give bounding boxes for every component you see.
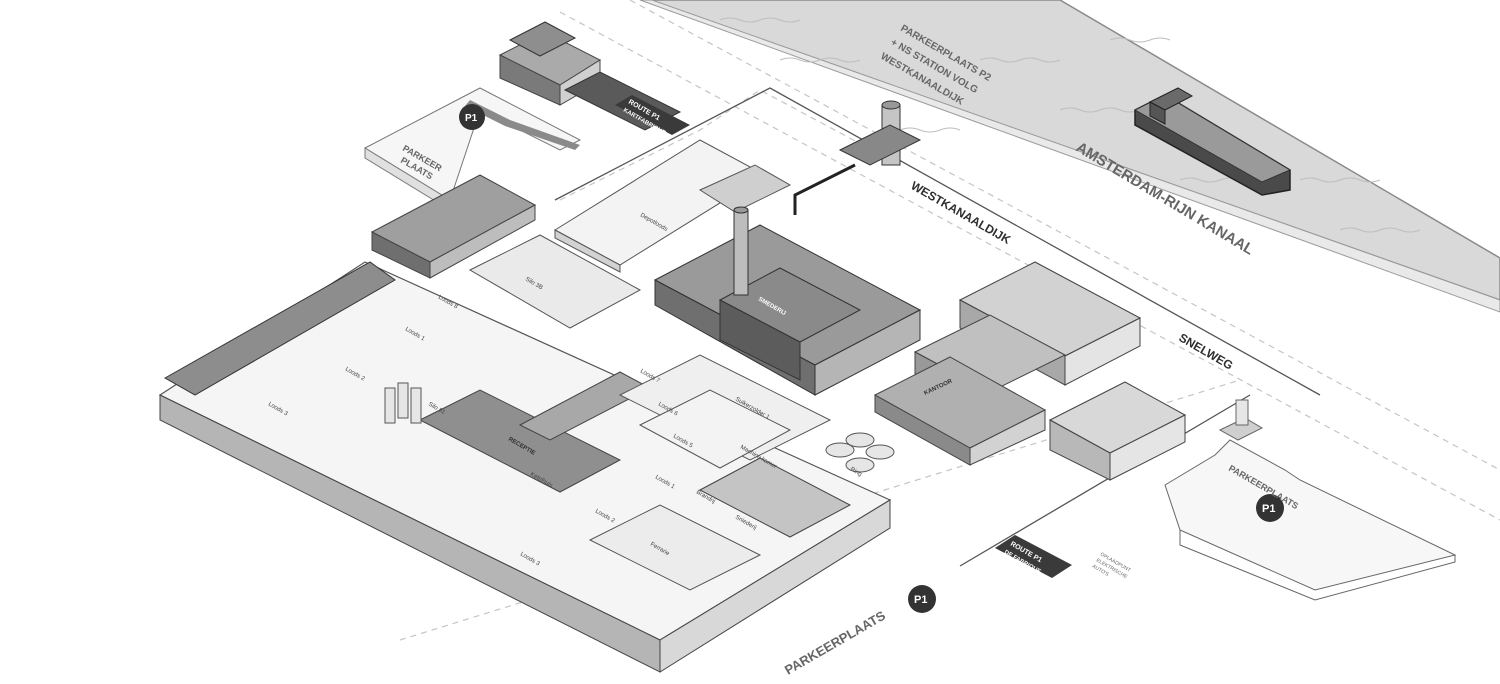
warehouse-left [370, 174, 537, 279]
p1-badge-left [459, 104, 485, 130]
parking-bottom-label: PARKEERPLAATS [782, 608, 888, 678]
silo-cluster [384, 382, 895, 473]
p1-badge-right [1256, 494, 1284, 522]
p1-badge-bottom [908, 585, 936, 613]
main-complex [158, 234, 892, 673]
canal-bank [639, 0, 1500, 313]
hall-ring: Ring [849, 467, 863, 478]
smederij-building [653, 206, 922, 396]
kantoor-buildings [873, 261, 1187, 481]
p1-badge-bottom-text: P1 [914, 594, 927, 606]
road-label: WESTKANAALDIJK [909, 178, 1014, 247]
depotloods-building [554, 139, 792, 273]
route-lines [554, 87, 1321, 567]
canal-tower [793, 100, 922, 215]
water-waves [719, 17, 1421, 233]
highway-label: SNELWEG [1177, 330, 1236, 372]
parking-left [363, 87, 582, 211]
ship [1133, 87, 1292, 196]
p1-badge-right-text: P1 [1262, 503, 1275, 515]
route-box-top [615, 95, 690, 135]
route-box-bottom [995, 535, 1072, 578]
p1-badge-left-text: P1 [465, 113, 478, 124]
parking-right [1164, 399, 1457, 601]
